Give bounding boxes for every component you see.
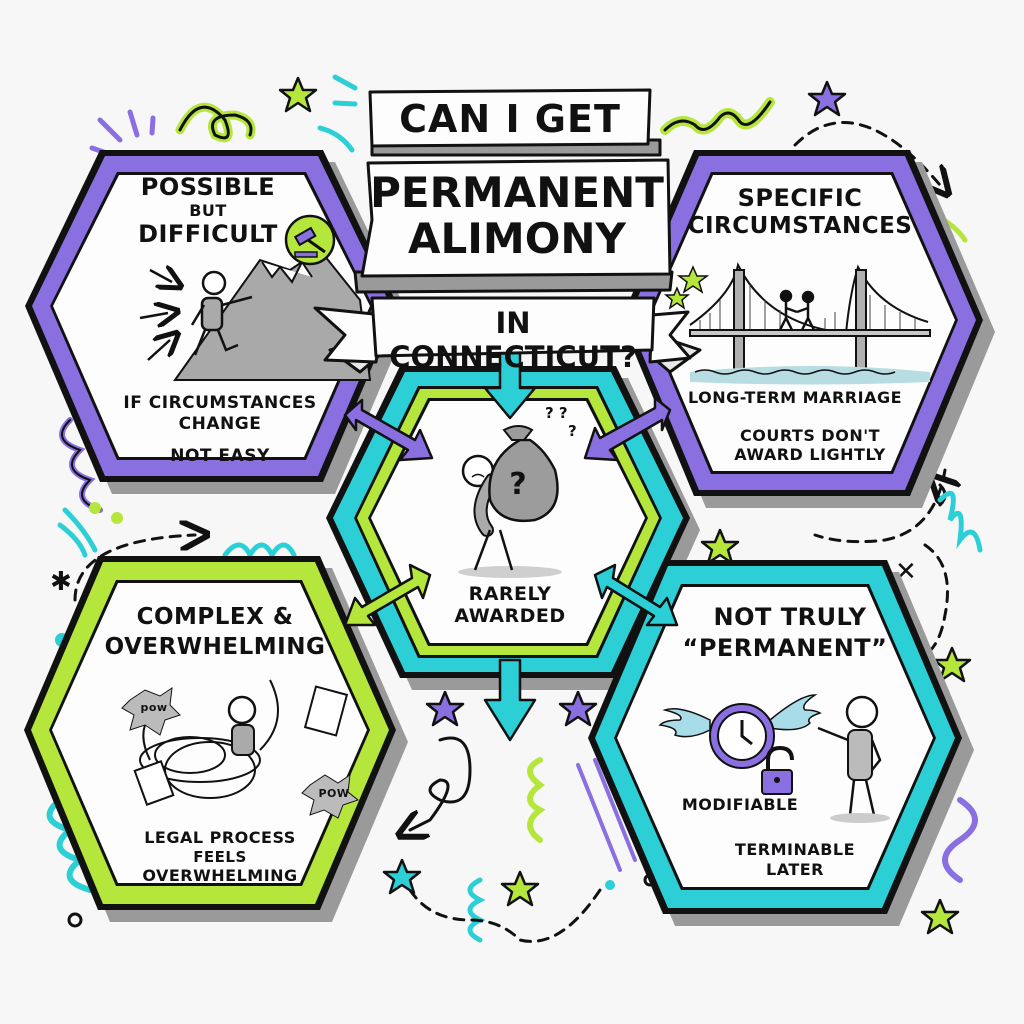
svg-text:? ?: ? ? — [545, 404, 568, 422]
panel-top-left-caption-2: CHANGE — [178, 414, 262, 434]
hexagon-possible-but-difficult — [25, 150, 398, 482]
star-decorations — [278, 76, 972, 935]
panel-top-left-heading-3: DIFFICULT — [138, 220, 278, 248]
panel-top-left-heading-1: POSSIBLE — [140, 173, 276, 201]
pow-label-1: POW — [140, 701, 168, 714]
title-line-1: CAN I GET — [399, 97, 621, 141]
panel-top-left-caption-3: NOT EASY — [170, 446, 270, 466]
panel-top-right-heading-1: SPECIFIC — [737, 184, 863, 212]
title-banners — [313, 88, 702, 374]
panel-top-right-heading-2: CIRCUMSTANCES — [687, 213, 913, 239]
center-label-2: AWARDED — [454, 605, 566, 627]
panel-bottom-right-heading-1: NOT TRULY — [713, 603, 867, 631]
panel-bottom-left-caption-1: LEGAL PROCESS — [144, 828, 296, 847]
panel-bottom-right-caption-1: MODIFIABLE — [681, 795, 799, 814]
panel-top-right-caption-2: COURTS DON'T — [739, 426, 881, 445]
panel-bottom-left-heading-1: COMPLEX & — [136, 604, 294, 630]
panel-bottom-left-heading-2: OVERWHELMING — [104, 634, 326, 660]
panel-top-left-heading-2: BUT — [189, 201, 227, 220]
connector-arrows — [343, 338, 679, 742]
panel-bottom-left-caption-2: FEELS — [193, 848, 247, 866]
panel-bottom-right-caption-2: TERMINABLE — [734, 840, 856, 859]
hexagon-complex-overwhelming — [24, 556, 396, 910]
panel-top-right-caption-1: LONG-TERM MARRIAGE — [687, 388, 903, 407]
panel-bottom-right-caption-3: LATER — [766, 860, 824, 879]
svg-text:?: ? — [509, 467, 526, 502]
panel-bottom-right-heading-2: “PERMANENT” — [682, 634, 888, 662]
title-line-3: ALIMONY — [408, 214, 626, 263]
panel-top-left-caption-1: IF CIRCUMSTANCES — [123, 393, 317, 413]
svg-text:?: ? — [568, 422, 577, 440]
panel-bottom-left-caption-3: OVERWHELMING — [142, 866, 298, 885]
hexagon-specific-circumstances — [621, 150, 983, 496]
hexagon-not-truly-permanent — [588, 560, 962, 914]
pow-label-2: POW — [318, 787, 350, 800]
svg-text:✱: ✱ — [50, 567, 72, 597]
center-label-1: RARELY — [468, 583, 552, 605]
title-line-4: IN CONNECTICUT? — [389, 306, 637, 374]
panel-top-right-caption-3: AWARD LIGHTLY — [734, 445, 886, 464]
title-line-2: PERMANENT — [370, 168, 664, 217]
